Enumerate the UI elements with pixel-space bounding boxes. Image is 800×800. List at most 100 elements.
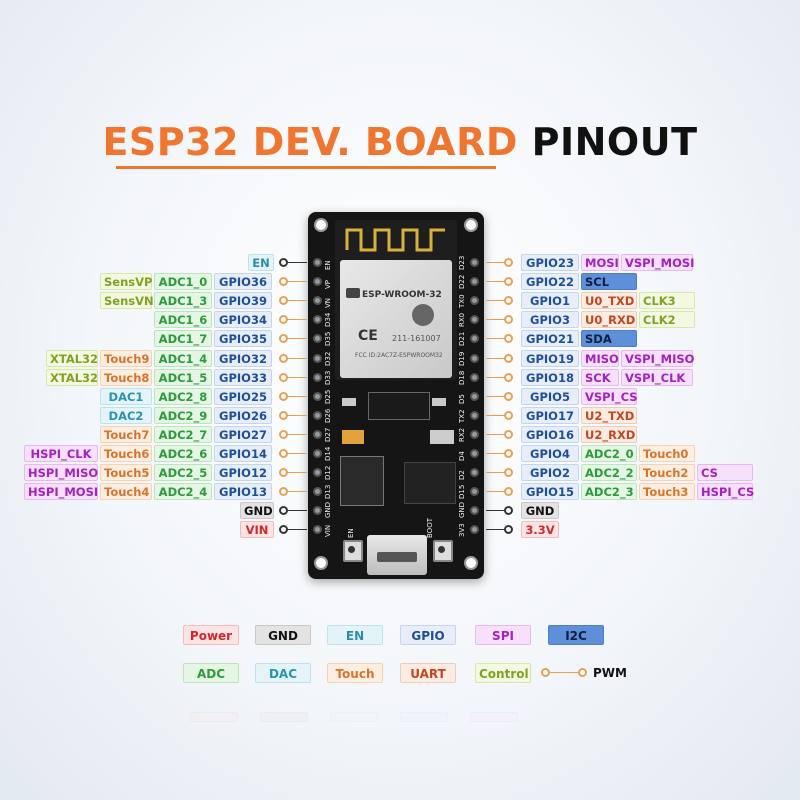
pin-connector-icon bbox=[279, 468, 288, 478]
pin-wire bbox=[486, 472, 506, 474]
header-pin-icon bbox=[313, 296, 322, 306]
right-alt-label: VSPI_CS bbox=[581, 387, 638, 405]
page-title: ESP32 DEV. BOARD PINOUT bbox=[0, 120, 800, 164]
espressif-logo-icon bbox=[412, 304, 434, 326]
right-alt-label: CS bbox=[697, 464, 753, 482]
title-part1: ESP32 DEV. BOARD bbox=[102, 120, 518, 164]
silk-label: VN bbox=[324, 298, 332, 309]
header-pin-icon bbox=[470, 525, 479, 535]
legend-touch: Touch bbox=[327, 663, 383, 683]
header-pin-icon bbox=[313, 506, 322, 516]
header-pin-icon bbox=[470, 296, 479, 306]
pin-connector-icon bbox=[504, 391, 513, 401]
legend-gpio: GPIO bbox=[400, 625, 456, 645]
right-alt-label: U2_TXD bbox=[581, 406, 637, 424]
boot-button[interactable] bbox=[433, 540, 453, 562]
pin-connector-icon bbox=[504, 449, 513, 458]
right-alt-label: VSPI_CLK bbox=[621, 368, 693, 386]
header-pin-icon bbox=[470, 468, 479, 478]
pin-wire bbox=[486, 529, 506, 531]
pin-wire bbox=[486, 376, 506, 378]
pin-wire bbox=[486, 510, 506, 512]
right-pin-label: 3.3V bbox=[521, 521, 559, 539]
left-alt-label: Touch4 bbox=[100, 483, 152, 501]
silk-label: TX2 bbox=[458, 409, 466, 423]
pin-wire bbox=[287, 281, 307, 283]
right-alt-label: SCL bbox=[581, 273, 637, 291]
silk-label: EN bbox=[324, 260, 332, 270]
pin-connector-icon bbox=[279, 487, 288, 497]
right-alt-label: ADC2_2 bbox=[581, 464, 637, 482]
silk-label: D19 bbox=[458, 351, 466, 366]
header-pin-icon bbox=[313, 525, 322, 535]
mount-hole bbox=[314, 218, 328, 232]
left-gpio-label: GPIO36 bbox=[214, 273, 272, 291]
pin-connector-icon bbox=[504, 315, 513, 325]
header-pin-icon bbox=[470, 258, 479, 267]
left-pin-label: VIN bbox=[240, 521, 274, 539]
silk-label: VIN bbox=[324, 525, 332, 538]
right-gpio-label: GPIO19 bbox=[521, 349, 579, 367]
module-name: ESP-WROOM-32 bbox=[362, 290, 442, 300]
mount-hole bbox=[464, 556, 478, 570]
silk-label: D5 bbox=[458, 393, 466, 404]
pin-connector-icon bbox=[504, 296, 513, 306]
left-adc-label: ADC1_0 bbox=[154, 273, 212, 291]
left-gpio-label: GPIO34 bbox=[214, 311, 272, 329]
pin-connector-icon bbox=[279, 391, 288, 401]
header-pin-icon bbox=[313, 315, 322, 325]
left-gpio-label: GPIO14 bbox=[214, 445, 272, 462]
pin-wire bbox=[287, 262, 307, 263]
silk-label: RX2 bbox=[458, 427, 466, 442]
legend-control: Control bbox=[475, 663, 531, 683]
legend-pwm: PWM bbox=[593, 666, 627, 680]
silk-label: D4 bbox=[458, 451, 466, 461]
right-gpio-label: GPIO2 bbox=[521, 464, 579, 482]
silk-label: D33 bbox=[324, 370, 332, 385]
header-pin-icon bbox=[470, 353, 479, 363]
header-pin-icon bbox=[470, 429, 479, 439]
legend-i2c: I2C bbox=[548, 625, 604, 645]
pin-connector-icon bbox=[279, 449, 288, 458]
left-alt-label: HSPI_CLK bbox=[24, 445, 98, 462]
right-alt-label: ADC2_0 bbox=[581, 445, 637, 462]
left-adc-label: ADC2_6 bbox=[154, 445, 212, 462]
usb-uart-chip bbox=[404, 462, 456, 504]
left-alt-label: DAC2 bbox=[100, 406, 152, 424]
left-adc-label: ADC2_4 bbox=[154, 483, 212, 501]
right-alt-label: U0_RXD bbox=[581, 311, 637, 329]
right-gpio-label: GPIO1 bbox=[521, 292, 579, 310]
pin-wire bbox=[287, 453, 307, 454]
pin-connector-icon bbox=[504, 487, 513, 497]
capacitor bbox=[342, 430, 364, 444]
header-pin-icon bbox=[313, 449, 322, 458]
component bbox=[430, 430, 454, 444]
pin-connector-icon bbox=[504, 258, 513, 267]
header-pin-icon bbox=[470, 487, 479, 497]
right-gpio-label: GPIO23 bbox=[521, 254, 579, 271]
left-alt-label: HSPI_MOSI bbox=[24, 483, 98, 501]
left-adc-label: ADC1_5 bbox=[154, 368, 212, 386]
right-gpio-label: GPIO5 bbox=[521, 387, 579, 405]
pin-connector-icon bbox=[279, 506, 288, 516]
pin-wire bbox=[287, 300, 307, 302]
wifi-logo-icon bbox=[346, 288, 360, 298]
left-alt-label: Touch7 bbox=[100, 425, 152, 443]
right-pin-label: GND bbox=[521, 502, 559, 520]
right-gpio-label: GPIO4 bbox=[521, 445, 579, 462]
right-alt-label: U0_TXD bbox=[581, 292, 637, 310]
left-adc-label: ADC2_5 bbox=[154, 464, 212, 482]
header-pin-icon bbox=[313, 372, 322, 382]
header-pin-icon bbox=[470, 506, 479, 516]
silk-label: D12 bbox=[324, 465, 332, 481]
left-adc-label: ADC2_7 bbox=[154, 425, 212, 443]
right-alt-label: SDA bbox=[581, 330, 637, 348]
header-pin-icon bbox=[313, 487, 322, 497]
right-alt-label: VSPI_MISO bbox=[621, 349, 694, 367]
en-button[interactable] bbox=[343, 540, 363, 562]
pin-connector-icon bbox=[279, 315, 288, 325]
pin-connector-icon bbox=[279, 296, 288, 306]
right-alt-label: Touch2 bbox=[639, 464, 695, 482]
left-alt-label: XTAL32 bbox=[46, 368, 98, 386]
header-pin-icon bbox=[313, 468, 322, 478]
